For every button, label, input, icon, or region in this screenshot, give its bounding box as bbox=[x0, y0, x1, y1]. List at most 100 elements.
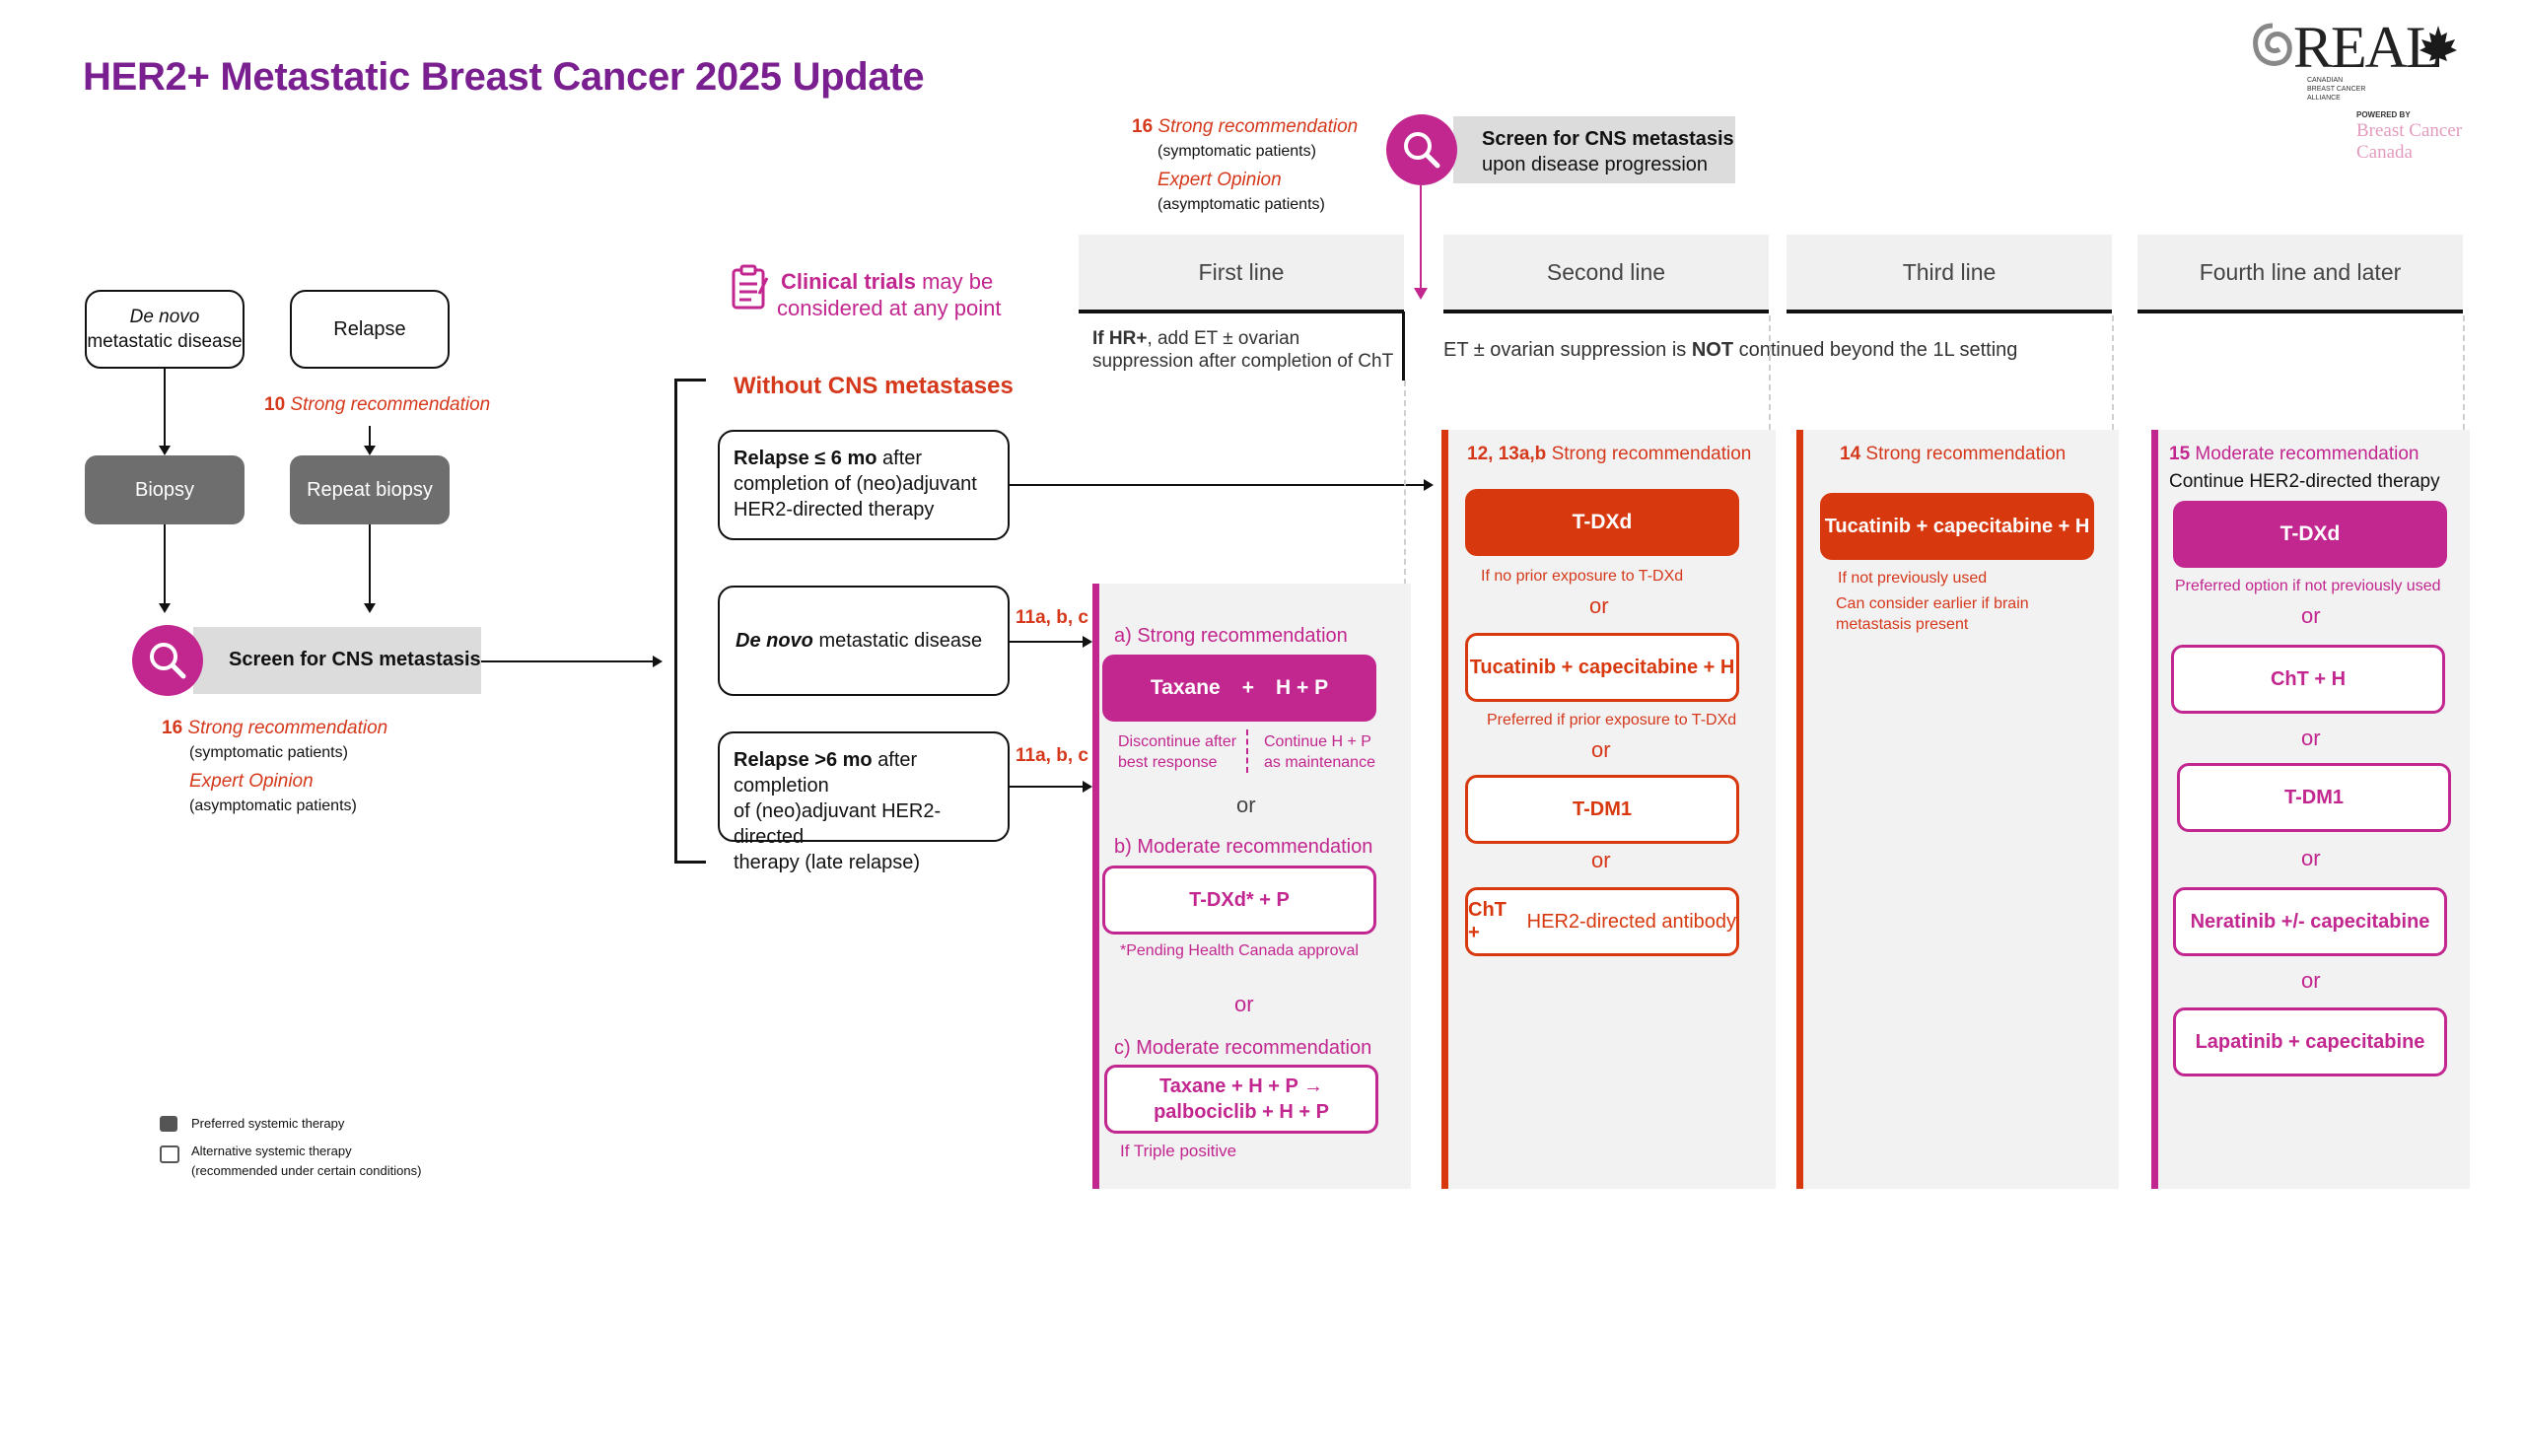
legend-alt-swatch bbox=[160, 1145, 179, 1163]
s1-bold: Relapse ≤ 6 mo bbox=[734, 448, 877, 469]
clinical-trials-line2: considered at any point bbox=[777, 296, 1002, 320]
fo-sub: Continue HER2-directed therapy bbox=[2169, 471, 2440, 492]
fo-btn-lapatinib: Lapatinib + capecitabine bbox=[2173, 1007, 2447, 1076]
col-second-line: Second line bbox=[1443, 235, 1769, 313]
relapse-rec-text: Strong recommendation bbox=[290, 394, 491, 415]
col-first-line: First line bbox=[1079, 235, 1404, 313]
s3-arrowhead bbox=[1083, 781, 1092, 793]
left-rec-sub: (symptomatic patients) bbox=[189, 744, 348, 761]
top-rec-text: Strong recommendation bbox=[1157, 116, 1359, 137]
logo-brand: Breast Cancer Canada bbox=[2356, 120, 2463, 163]
denovo-arrowhead bbox=[159, 446, 171, 455]
relapse-rec: 10 Strong recommendation bbox=[264, 394, 490, 416]
sl-or-2: or bbox=[1591, 737, 1611, 762]
tl-note-2-a: Can consider earlier if brain bbox=[1836, 595, 2029, 612]
fo-btn-neratinib: Neratinib +/- capecitabine bbox=[2173, 887, 2447, 956]
repeat-biopsy-arrowhead bbox=[364, 603, 376, 613]
biopsy-arrow-line bbox=[164, 524, 166, 607]
s1-arrowhead bbox=[1424, 479, 1434, 491]
sl-note-1: If no prior exposure to T-DXd bbox=[1481, 568, 1684, 585]
et-note: ET ± ovarian suppression is NOT continue… bbox=[1443, 339, 2017, 362]
sl-or-1: or bbox=[1589, 593, 1609, 618]
screen-to-bracket-arrowhead bbox=[653, 656, 663, 667]
fo-btn-tdxd: T-DXd bbox=[2173, 501, 2447, 568]
fl-b-label: b) Moderate recommendation bbox=[1114, 836, 1373, 858]
biopsy-arrowhead bbox=[159, 603, 171, 613]
fl-a-plus: + bbox=[1241, 676, 1254, 699]
sl-btn-tdxd: T-DXd bbox=[1465, 489, 1739, 556]
s3-ref: 11a, b, c bbox=[1016, 745, 1088, 766]
fo-or-1: or bbox=[2301, 603, 2321, 628]
logo-powered: POWERED BY bbox=[2356, 110, 2411, 119]
clinical-trials-note: Clinical trials may be considered at any… bbox=[777, 268, 1002, 321]
page-title: HER2+ Metastatic Breast Cancer 2025 Upda… bbox=[83, 55, 925, 99]
fo-btn-tdm1: T-DM1 bbox=[2177, 763, 2451, 832]
left-expert-sub: (asymptomatic patients) bbox=[189, 797, 357, 814]
fl-a-label: a) Strong recommendation bbox=[1114, 625, 1348, 647]
fo-rec-num: 15 bbox=[2169, 444, 2191, 464]
sl-note-2: Preferred if prior exposure to T-DXd bbox=[1487, 712, 1737, 728]
top-expert: Expert Opinion bbox=[1157, 170, 1282, 190]
fl-a-note-divider bbox=[1246, 729, 1248, 773]
fl-a-left-note-2: best response bbox=[1118, 754, 1218, 771]
fl-or-1: or bbox=[1236, 793, 1256, 817]
fl-a-button: Taxane + H + P bbox=[1102, 655, 1376, 722]
fl-a-right-note: Continue H + P as maintenance bbox=[1264, 731, 1375, 773]
fl-or-2: or bbox=[1234, 992, 1254, 1016]
hr-note-rest1: , add ET ± ovarian bbox=[1147, 328, 1300, 349]
tl-note-1: If not previously used bbox=[1838, 570, 1988, 587]
top-rec-line: 16 Strong recommendation bbox=[1132, 116, 1358, 138]
legend-preferred-label: Preferred systemic therapy bbox=[191, 1116, 345, 1131]
fl-a-right: H + P bbox=[1275, 676, 1329, 699]
tl-rec: 14 Strong recommendation bbox=[1840, 444, 2066, 465]
tl-note-2-b: metastasis present bbox=[1836, 616, 1969, 633]
fo-rec: 15 Moderate recommendation bbox=[2169, 444, 2419, 465]
sl-btn-cht-rest: HER2-directed antibody bbox=[1521, 910, 1736, 933]
s3-bold: Relapse >6 mo bbox=[734, 749, 873, 771]
col-third-line: Third line bbox=[1787, 235, 2112, 313]
scenario-bracket bbox=[674, 379, 706, 864]
logo-word: REAL bbox=[2293, 15, 2442, 80]
s2-rest: metastatic disease bbox=[818, 630, 983, 652]
fl-a-right-note-2: as maintenance bbox=[1264, 754, 1375, 771]
logo-line-1: CANADIAN bbox=[2307, 77, 2344, 84]
left-rec: 16 Strong recommendation bbox=[162, 718, 387, 739]
hr-note: If HR+, add ET ± ovarian suppression aft… bbox=[1092, 327, 1393, 373]
left-magnifier-icon bbox=[132, 625, 203, 696]
left-rec-text: Strong recommendation bbox=[187, 718, 388, 738]
tl-note-2: Can consider earlier if brain metastasis… bbox=[1836, 593, 2029, 635]
s3-arrow-line bbox=[1010, 786, 1085, 788]
s2-italic: De novo bbox=[736, 630, 813, 652]
top-magnifier-icon bbox=[1386, 114, 1457, 185]
top-screen-label: Screen for CNS metastasis upon disease p… bbox=[1482, 126, 1734, 177]
without-cns-heading: Without CNS metastases bbox=[734, 373, 1014, 399]
relapse-rec-num: 10 bbox=[264, 394, 286, 415]
real-logo: REAL CANADIAN BREAST CANCER ALLIANCE POW… bbox=[2250, 15, 2516, 163]
s2-ref: 11a, b, c bbox=[1016, 607, 1088, 628]
legend-alt-sub: (recommended under certain conditions) bbox=[191, 1163, 422, 1178]
tl-rec-num: 14 bbox=[1840, 444, 1861, 464]
et-note-pre: ET ± ovarian suppression is bbox=[1443, 339, 1692, 361]
tl-btn-tucatinib: Tucatinib + capecitabine + H bbox=[1820, 493, 2094, 560]
fl-c-label: c) Moderate recommendation bbox=[1114, 1037, 1372, 1059]
top-screen-box bbox=[1453, 116, 1735, 183]
top-rec-num: 16 bbox=[1132, 116, 1154, 137]
left-screen-box bbox=[193, 627, 481, 694]
fl-b-button: T-DXd* + P bbox=[1102, 866, 1376, 935]
relapse-box: Relapse bbox=[290, 290, 450, 369]
scenario-denovo: De novo metastatic disease bbox=[718, 586, 1010, 696]
s1-rest2: completion of (neo)adjuvant bbox=[734, 473, 977, 495]
scenario-relapse-early: Relapse ≤ 6 mo after completion of (neo)… bbox=[718, 430, 1010, 540]
left-rec-num: 16 bbox=[162, 718, 183, 738]
fl-b-note: *Pending Health Canada approval bbox=[1120, 942, 1359, 959]
sl-rec: 12, 13a,b Strong recommendation bbox=[1467, 444, 1751, 465]
sl-btn-tucatinib: Tucatinib + capecitabine + H bbox=[1465, 633, 1739, 702]
fl-c-line-2: palbociclib + H + P bbox=[1154, 1101, 1329, 1123]
swirl-icon bbox=[2253, 23, 2292, 66]
denovo-italic: De novo bbox=[129, 307, 200, 327]
s2-arrow-line bbox=[1010, 641, 1085, 643]
left-expert: Expert Opinion bbox=[189, 771, 314, 792]
screen-to-bracket-line bbox=[481, 660, 655, 662]
sl-rec-text: Strong recommendation bbox=[1551, 444, 1752, 464]
top-pink-arrowhead bbox=[1414, 288, 1428, 300]
